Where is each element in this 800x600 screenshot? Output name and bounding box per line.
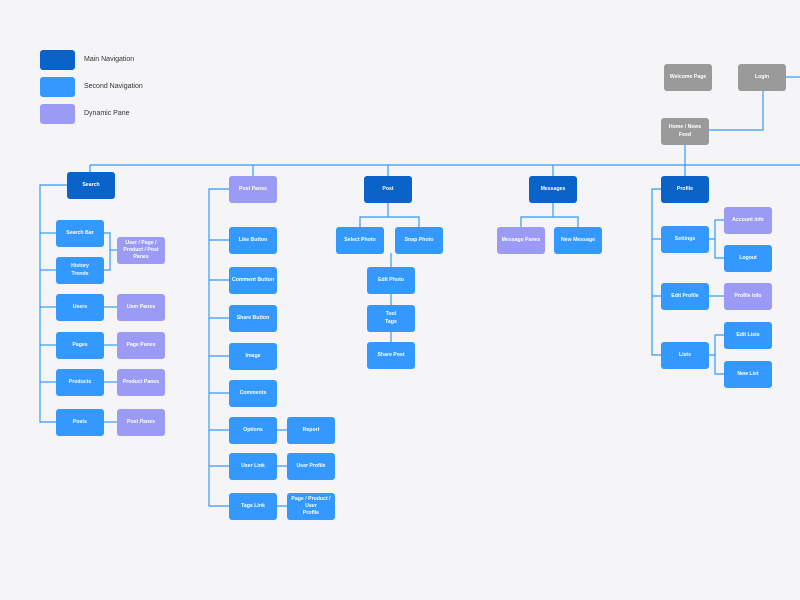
edit-photo-node: Edit Photo (367, 267, 415, 294)
welcome-page-node: Welcome Page (664, 64, 712, 91)
edit-profile-node: Edit Profile (661, 283, 709, 310)
legend-second-label: Second Navigation (84, 83, 143, 90)
users-node: Users (56, 294, 104, 321)
post-panes-node: Post Panes (229, 176, 277, 203)
pages-node: Pages (56, 332, 104, 359)
user-panes-node: User Panes (117, 294, 165, 321)
login-node: Login (738, 64, 786, 91)
logout-node: Logout (724, 245, 772, 272)
search-node: Search (67, 172, 115, 199)
tags-target-node: Page / Product / User Profile (287, 493, 335, 520)
legend-dynamic-label: Dynamic Pane (84, 110, 130, 117)
share-button-node: Share Button (229, 305, 277, 332)
message-panes-node: Message Panes (497, 227, 545, 254)
report-node: Report (287, 417, 335, 444)
options-node: Options (229, 417, 277, 444)
product-panes-node: Product Panes (117, 369, 165, 396)
user-link-node: User Link (229, 453, 277, 480)
legend-second-swatch (40, 77, 75, 97)
legend-main-swatch (40, 50, 75, 70)
edit-lists-node: Edit Lists (724, 322, 772, 349)
select-photo-node: Select Photo (336, 227, 384, 254)
new-message-node: New Message (554, 227, 602, 254)
messages-node: Messages (529, 176, 577, 203)
settings-node: Settings (661, 226, 709, 253)
account-info-node: Account info (724, 207, 772, 234)
search-bar-node: Search Bar (56, 220, 104, 247)
lists-node: Lists (661, 342, 709, 369)
comments-node: Comments (229, 380, 277, 407)
home-news-feed-node: Home / News Feed (661, 118, 709, 145)
posts-node: Posts (56, 409, 104, 436)
like-button-node: Like Button (229, 227, 277, 254)
history-trends-node: History Trends (56, 257, 104, 284)
page-panes-node: Page Panes (117, 332, 165, 359)
profile-node: Profile (661, 176, 709, 203)
tool-tags-node: Tool Tags (367, 305, 415, 332)
comment-button-node: Comment Button (229, 267, 277, 294)
tags-link-node: Tags Link (229, 493, 277, 520)
legend-main-label: Main Navigation (84, 56, 135, 63)
snap-photo-node: Snap Photo (395, 227, 443, 254)
products-node: Products (56, 369, 104, 396)
user-page-product-post-panes-node: User / Page / Product / Post Panes (117, 237, 165, 264)
profile-info-node: Profile info (724, 283, 772, 310)
post-panes-node-search: Post Panes (117, 409, 165, 436)
legend-dynamic-swatch (40, 104, 75, 124)
post-node: Post (364, 176, 412, 203)
new-list-node: New List (724, 361, 772, 388)
image-node: Image (229, 343, 277, 370)
share-post-node: Share Post (367, 342, 415, 369)
user-profile-node: User Profile (287, 453, 335, 480)
